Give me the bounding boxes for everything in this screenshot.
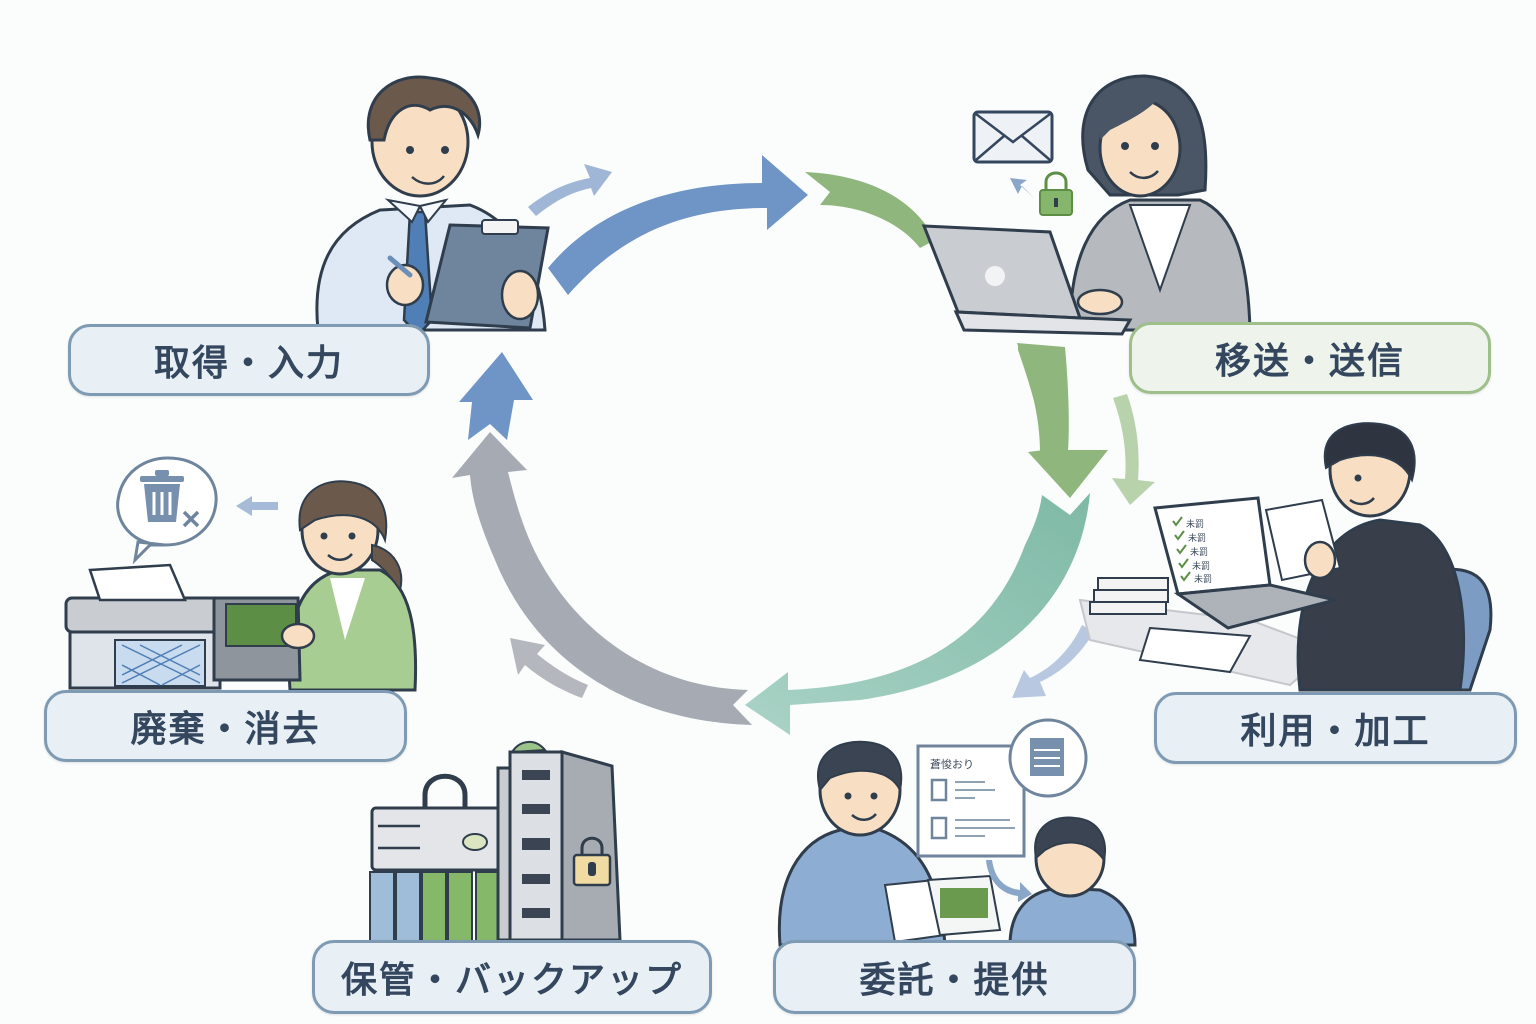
stage-label-use: 利用・加工 [1154,692,1517,764]
illustration-use-person [1078,422,1493,692]
arrow-left-icon [236,496,278,516]
shredder-bubble-icon [1008,718,1088,798]
stage-label-acquire: 取得・入力 [68,324,430,396]
laptop-checklist: 未罰 未罰 未罰 未罰 未罰 [1172,516,1212,585]
envelope-icon [972,110,1054,164]
checklist-item: 未罰 [1194,573,1212,585]
illustration-dispose-person [64,480,418,692]
side-arrow-transfer [1112,394,1155,505]
cycle-arrow-store-to-dispose [452,432,752,725]
cycle-arrows [452,155,1155,735]
padlock-icon [572,836,612,887]
illustration-storage [369,741,622,943]
cycle-arrow-transfer-down-body [1017,343,1069,452]
stage-label-entrust: 委託・提供 [773,940,1136,1014]
checklist-item: 未罰 [1192,560,1210,572]
checklist-item: 未罰 [1190,546,1208,558]
curved-arrow-icon [986,860,1032,902]
side-arrow-acquire [528,164,612,216]
stage-label-transfer: 移送・送信 [1129,322,1491,394]
checklist-item: 未罰 [1186,518,1204,530]
cycle-arrow-acquire-to-transfer [548,155,808,295]
document-heading: 蒼悛おり [930,757,974,771]
cycle-arrow-dispose-to-acquire [459,352,533,440]
side-arrow-use [1012,625,1094,698]
cycle-arrow-use-to-entrust [745,493,1090,735]
stage-label-dispose: 廃棄・消去 [44,690,407,762]
cycle-arrow-transfer-to-use [805,172,935,248]
trash-bubble-icon [116,456,218,565]
cycle-arrow-transfer-down [1018,343,1108,498]
checklist-item: 未罰 [1188,532,1206,544]
illustration-entrust-people [777,740,1137,947]
illustration-transfer-person [921,74,1252,336]
stage-label-store: 保管・バックアップ [312,940,712,1014]
document-panel: 蒼悛おり [916,744,1026,858]
illustration-acquire-person [315,75,550,337]
side-arrow-store [510,638,588,698]
arrow-up-left-icon [1010,178,1036,200]
lock-icon [1039,171,1073,216]
